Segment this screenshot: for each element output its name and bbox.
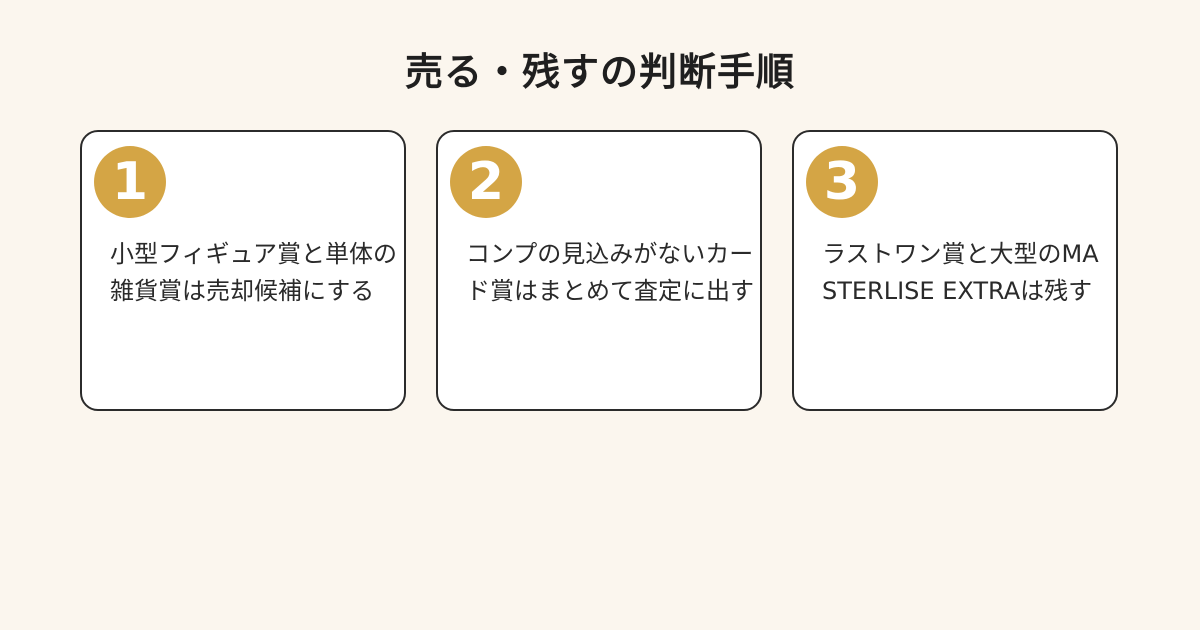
step-text-2: コンプの見込みがないカード賞はまとめて査定に出す xyxy=(466,240,754,305)
page-title: 売る・残すの判断手順 xyxy=(404,50,795,94)
step-card-2: 2 コンプの見込みがないカード賞はまとめて査定に出す xyxy=(436,130,762,411)
step-number-badge-1: 1 xyxy=(94,146,166,218)
step-cards: 1 小型フィギュア賞と単体の雑貨賞は売却候補にする 2 コンプの見込みがないカー… xyxy=(80,130,1120,411)
step-number-badge-2: 2 xyxy=(450,146,522,218)
step-text-1: 小型フィギュア賞と単体の雑貨賞は売却候補にする xyxy=(110,240,398,305)
step-card-3: 3 ラストワン賞と大型のMASTERLISE EXTRAは残す xyxy=(792,130,1118,411)
step-card-1: 1 小型フィギュア賞と単体の雑貨賞は売却候補にする xyxy=(80,130,406,411)
step-text-3: ラストワン賞と大型のMASTERLISE EXTRAは残す xyxy=(822,240,1099,305)
step-number-badge-3: 3 xyxy=(806,146,878,218)
